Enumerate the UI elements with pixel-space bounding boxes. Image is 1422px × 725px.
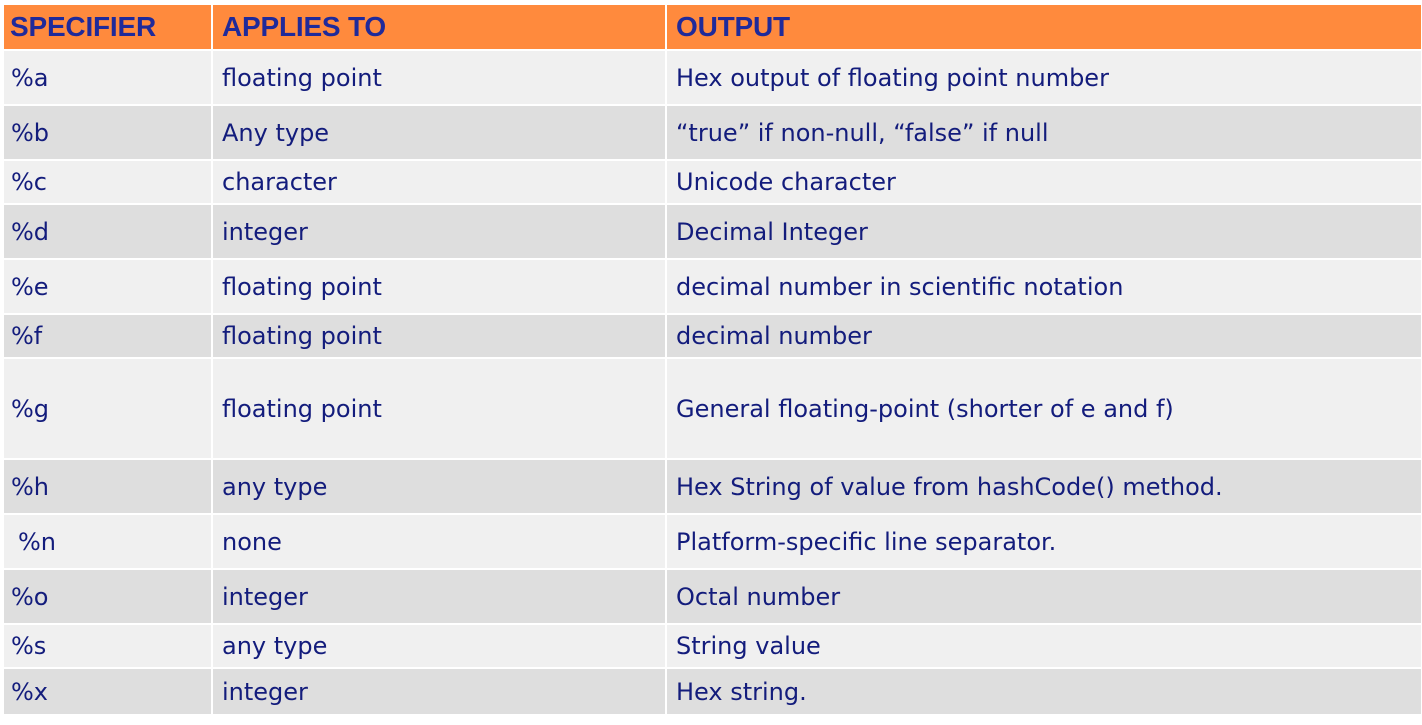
applies-to-cell: floating point (212, 259, 667, 315)
table-row: %n none Platform-specific line separator… (4, 514, 1422, 570)
specifier-cell: %n (4, 514, 213, 570)
applies-to-cell: floating point (212, 358, 667, 460)
applies-to-cell: any type (212, 624, 667, 669)
applies-to-cell: integer (212, 569, 667, 625)
format-specifier-table-container: SPECIFIER APPLIES TO OUTPUT %a floating … (4, 5, 1422, 716)
specifier-cell: %h (4, 459, 213, 515)
output-cell: General floating-point (shorter of e and… (666, 358, 1422, 460)
table-row: %d integer Decimal Integer (4, 204, 1422, 260)
specifier-cell: %c (4, 160, 213, 205)
table-body: %a floating point Hex output of floating… (4, 50, 1422, 716)
output-cell: Octal number (666, 569, 1422, 625)
output-cell: Platform-specific line separator. (666, 514, 1422, 570)
table-header: SPECIFIER APPLIES TO OUTPUT (4, 5, 1422, 51)
table-row: %b Any type “true” if non-null, “false” … (4, 105, 1422, 161)
header-output: OUTPUT (666, 5, 1422, 51)
header-applies-to: APPLIES TO (212, 5, 667, 51)
table-row: %h any type Hex String of value from has… (4, 459, 1422, 515)
specifier-cell: %b (4, 105, 213, 161)
specifier-cell: %f (4, 314, 213, 359)
output-cell: String value (666, 624, 1422, 669)
specifier-cell: %s (4, 624, 213, 669)
table-row: %x integer Hex string. (4, 668, 1422, 716)
output-cell: Hex output of floating point number (666, 50, 1422, 106)
applies-to-cell: floating point (212, 314, 667, 359)
header-specifier: SPECIFIER (4, 5, 213, 51)
table-row: %e floating point decimal number in scie… (4, 259, 1422, 315)
applies-to-cell: floating point (212, 50, 667, 106)
applies-to-cell: Any type (212, 105, 667, 161)
specifier-cell: %o (4, 569, 213, 625)
specifier-cell: %e (4, 259, 213, 315)
table-row: %f floating point decimal number (4, 314, 1422, 359)
applies-to-cell: none (212, 514, 667, 570)
output-cell: “true” if non-null, “false” if null (666, 105, 1422, 161)
specifier-cell: %g (4, 358, 213, 460)
applies-to-cell: any type (212, 459, 667, 515)
output-cell: decimal number in scientific notation (666, 259, 1422, 315)
header-row: SPECIFIER APPLIES TO OUTPUT (4, 5, 1422, 51)
format-specifier-table: SPECIFIER APPLIES TO OUTPUT %a floating … (4, 5, 1422, 716)
applies-to-cell: integer (212, 204, 667, 260)
table-row: %a floating point Hex output of floating… (4, 50, 1422, 106)
applies-to-cell: integer (212, 668, 667, 716)
output-cell: Unicode character (666, 160, 1422, 205)
table-row: %o integer Octal number (4, 569, 1422, 625)
output-cell: decimal number (666, 314, 1422, 359)
output-cell: Hex string. (666, 668, 1422, 716)
applies-to-cell: character (212, 160, 667, 205)
output-cell: Decimal Integer (666, 204, 1422, 260)
table-row: %c character Unicode character (4, 160, 1422, 205)
table-row: %s any type String value (4, 624, 1422, 669)
specifier-cell: %a (4, 50, 213, 106)
specifier-cell: %x (4, 668, 213, 716)
specifier-cell: %d (4, 204, 213, 260)
output-cell: Hex String of value from hashCode() meth… (666, 459, 1422, 515)
table-row: %g floating point General floating-point… (4, 358, 1422, 460)
